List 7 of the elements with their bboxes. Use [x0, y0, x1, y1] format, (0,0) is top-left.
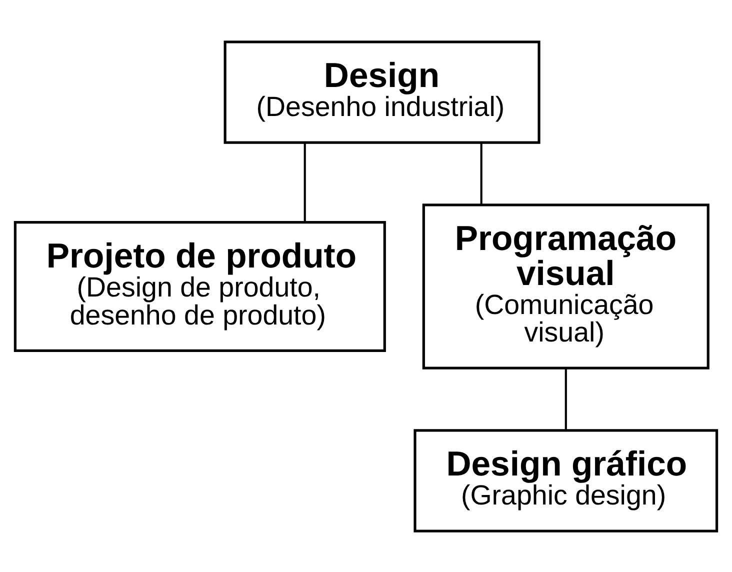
- connector: [304, 142, 306, 222]
- node-box: Projeto de produto (Design de produto, desenho de produto): [14, 220, 386, 352]
- node-box: Design (Desenho industrial): [224, 40, 540, 144]
- node-box: Programação visual (Comunicação visual): [422, 203, 710, 369]
- node-box: Design gráfico (Graphic design): [414, 428, 718, 532]
- connector: [480, 142, 482, 204]
- connector: [564, 368, 567, 430]
